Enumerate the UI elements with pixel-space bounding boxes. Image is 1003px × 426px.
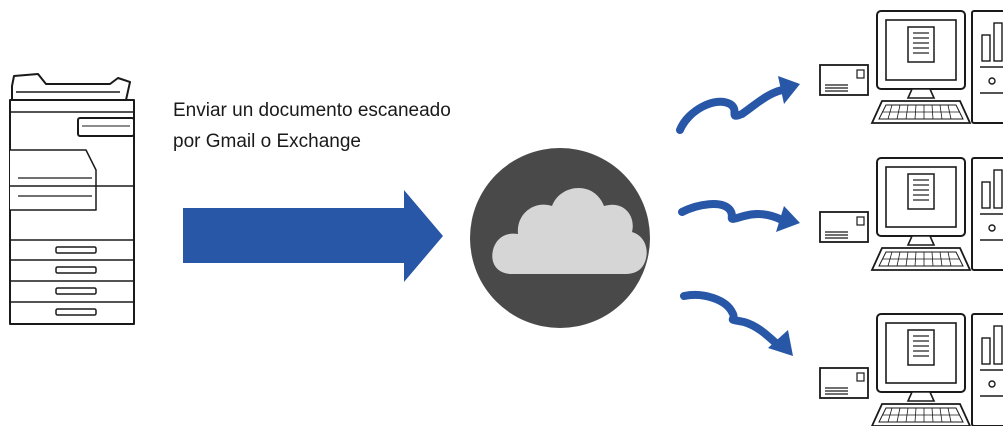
delivery-arrow-middle <box>678 200 786 224</box>
send-caption: Enviar un documento escaneado por Gmail … <box>173 95 451 157</box>
multifunction-printer-icon <box>9 73 135 325</box>
delivery-arrowhead-middle <box>776 206 800 232</box>
delivery-arrowhead-bottom <box>768 330 793 356</box>
delivery-arrows <box>676 86 786 349</box>
computer-icon-middle <box>819 157 1003 271</box>
delivery-arrow-bottom <box>680 291 782 349</box>
caption-line-1: Enviar un documento escaneado <box>173 100 451 121</box>
caption-line-2: por Gmail o Exchange <box>173 131 361 152</box>
delivery-arrowhead-top <box>778 76 800 104</box>
computer-icon-bottom <box>819 313 1003 426</box>
computer-icon-top <box>819 10 1003 124</box>
cloud-icon <box>470 148 650 328</box>
send-arrow <box>183 190 443 282</box>
delivery-arrow-top <box>676 86 786 134</box>
